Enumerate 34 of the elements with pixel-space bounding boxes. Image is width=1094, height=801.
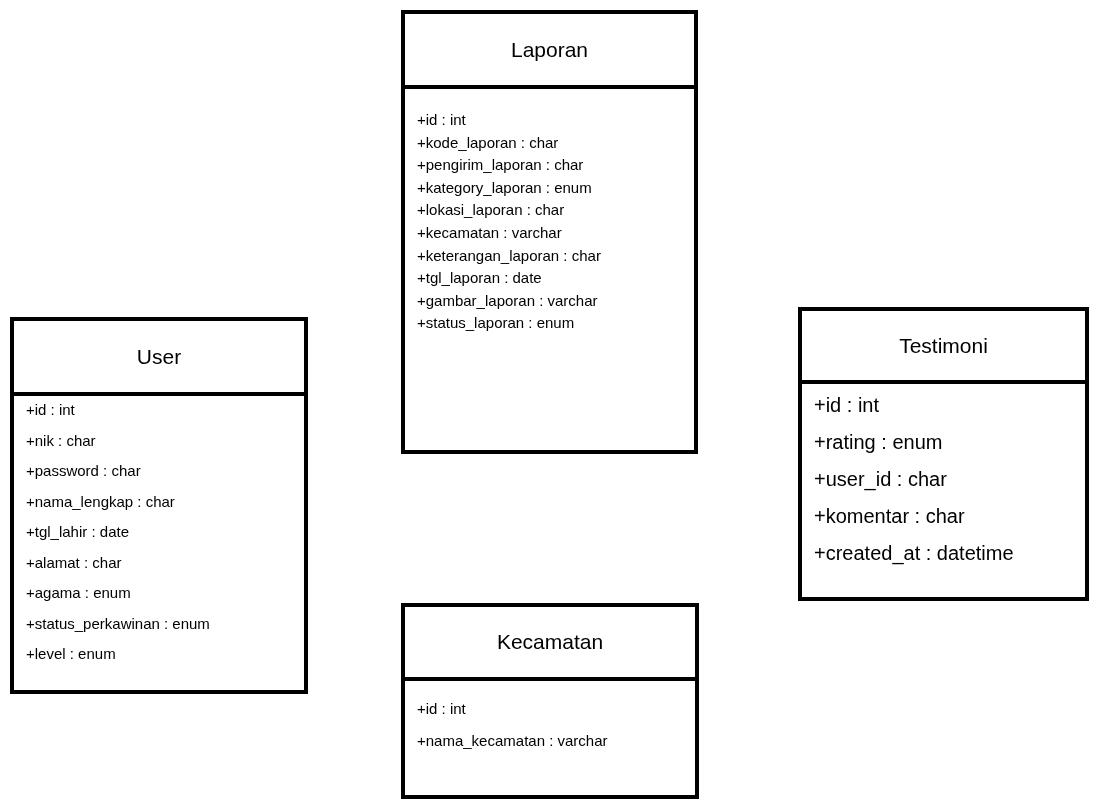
attribute-text: +tgl_lahir : date [26,524,129,541]
attribute-text: +komentar : char [814,505,965,527]
attribute-text: +keterangan_laporan : char [417,247,601,265]
attribute-text: +nama_kecamatan : varchar [417,733,608,750]
attribute-text: +password : char [26,463,141,480]
attribute-text: +rating : enum [814,431,943,453]
class-box [401,10,698,454]
attribute-text: +id : int [417,701,466,718]
attribute-text: +id : int [26,402,75,419]
class-box [798,307,1089,601]
attribute-text: +kecamatan : varchar [417,225,562,242]
attribute-text: +kategory_laporan : enum [417,179,592,197]
attribute-text: +id : int [814,394,880,416]
attribute-text: +agama : enum [26,585,131,602]
class-box [401,603,699,799]
attribute-text: +tgl_laporan : date [417,270,542,287]
attribute-text: +pengirim_laporan : char [417,157,584,174]
attribute-text: +status_laporan : enum [417,315,575,332]
attribute-text: +kode_laporan : char [417,134,559,152]
class-name: Kecamatan [496,630,604,654]
attribute-text: +gambar_laporan : varchar [417,292,598,310]
attribute-text: +alamat : char [26,554,122,571]
attribute-text: +user_id : char [814,468,947,490]
attribute-text: +status_perkawinan : enum [26,615,210,632]
class-box [10,317,308,694]
attribute-text: +id : int [417,112,466,129]
attribute-text: +nama_lengkap : char [26,493,175,510]
attribute-text: +nik : char [26,432,96,449]
class-name: User [136,344,182,369]
class-name: Laporan [510,37,589,62]
attribute-text: +lokasi_laporan : char [417,202,565,219]
attribute-text: +level : enum [26,646,116,663]
class-name: Testimoni [899,333,988,358]
attribute-text: +created_at : datetime [814,542,1014,564]
